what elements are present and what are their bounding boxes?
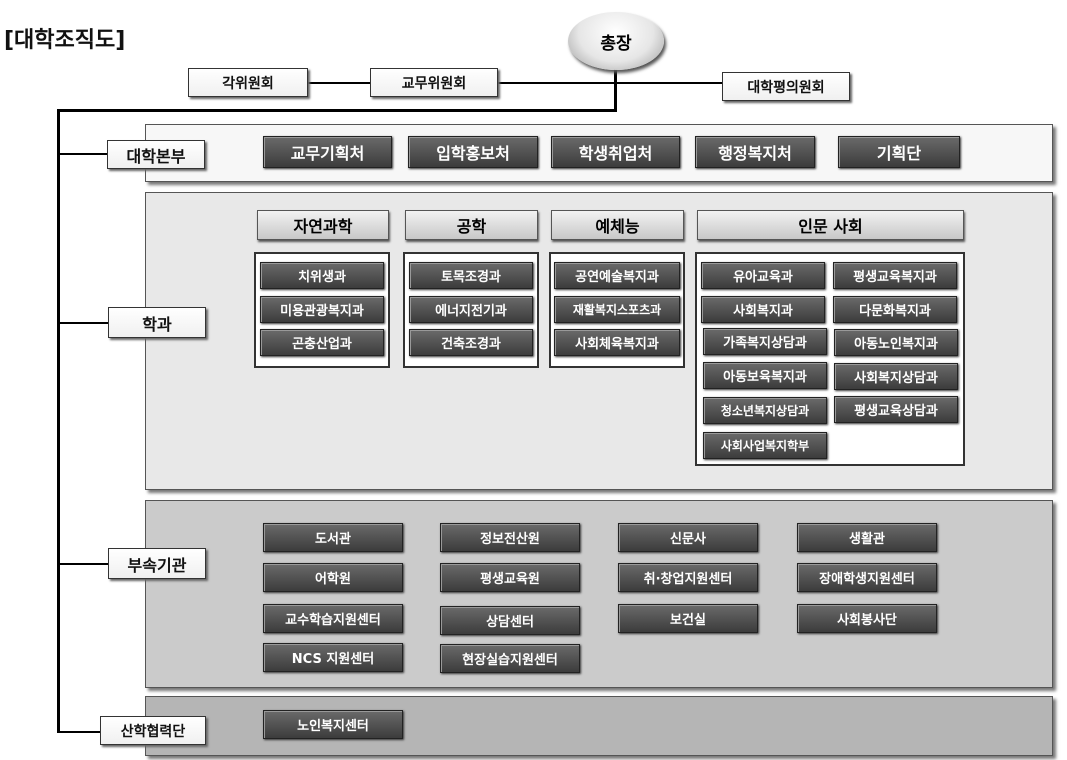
dept-item: 재활복지스포츠과 xyxy=(554,296,680,323)
dept-item: 평생교육복지과 xyxy=(833,262,957,289)
connector-line xyxy=(57,109,60,733)
affiliate-item: NCS 지원센터 xyxy=(263,643,403,672)
dept-item: 청소년복지상담과 xyxy=(703,397,827,424)
dept-item: 사회복지상담과 xyxy=(834,363,958,390)
connector-line xyxy=(57,153,109,155)
dept-item: 토목조경과 xyxy=(409,262,533,289)
section-label-dept: 학과 xyxy=(108,307,206,338)
affiliate-item: 평생교육원 xyxy=(440,563,580,592)
field-header: 예체능 xyxy=(551,210,684,240)
affiliate-item: 현장실습지원센터 xyxy=(440,644,580,673)
field-header: 공학 xyxy=(405,210,538,240)
affiliate-item: 도서관 xyxy=(263,523,403,552)
dept-item: 평생교육상담과 xyxy=(834,396,958,423)
connector-line xyxy=(57,109,617,112)
connector-line xyxy=(57,731,102,733)
hq-unit: 행정복지처 xyxy=(695,136,815,168)
hq-unit: 교무기획처 xyxy=(263,136,392,168)
dept-item: 유아교육과 xyxy=(701,262,825,289)
dept-item: 공연예술복지과 xyxy=(554,262,680,289)
field-header: 인문 사회 xyxy=(697,210,964,240)
dept-item: 곤충산업과 xyxy=(260,329,384,356)
dept-item: 사회사업복지학부 xyxy=(703,432,827,459)
dept-item: 가족복지상담과 xyxy=(703,328,827,355)
dept-item: 건축조경과 xyxy=(409,329,533,356)
dept-item: 치위생과 xyxy=(260,262,384,289)
field-header: 자연과학 xyxy=(257,210,389,240)
connector-line xyxy=(57,563,109,565)
affiliate-item: 신문사 xyxy=(618,523,758,552)
hq-unit: 기획단 xyxy=(838,136,960,168)
affiliate-item: 보건실 xyxy=(618,604,758,633)
chart-title: [대학조직도] xyxy=(4,28,126,53)
section-label-industry: 산학협력단 xyxy=(100,716,206,745)
hq-unit: 입학홍보처 xyxy=(408,136,538,168)
president-node: 총장 xyxy=(568,12,664,70)
affiliate-item: 어학원 xyxy=(263,563,403,592)
connector-line xyxy=(57,322,109,324)
affiliate-item: 장애학생지원센터 xyxy=(797,563,937,592)
dept-item: 사회복지과 xyxy=(701,296,825,323)
affiliate-item: 정보전산원 xyxy=(440,523,580,552)
dept-item: 다문화복지과 xyxy=(833,296,957,323)
dept-item: 아동노인복지과 xyxy=(834,329,958,356)
committee-box: 각위원회 xyxy=(188,68,308,97)
dept-item: 에너지전기과 xyxy=(409,296,533,323)
committee-box: 교무위원회 xyxy=(370,68,498,97)
dept-item: 미용관광복지과 xyxy=(260,296,384,323)
section-label-hq: 대학본부 xyxy=(107,140,205,169)
connector-line xyxy=(614,68,617,112)
affiliate-item: 교수학습지원센터 xyxy=(263,604,403,633)
dept-item: 사회체육복지과 xyxy=(554,329,680,356)
affiliate-item: 생활관 xyxy=(797,523,937,552)
dept-item: 아동보육복지과 xyxy=(703,362,827,389)
hq-unit: 학생취업처 xyxy=(551,136,680,168)
affiliate-item: 취·창업지원센터 xyxy=(618,563,758,592)
committee-box: 대학평의원회 xyxy=(722,72,850,101)
affiliate-item: 사회봉사단 xyxy=(797,604,937,633)
affiliate-item: 상담센터 xyxy=(440,606,580,635)
industry-item: 노인복지센터 xyxy=(263,710,403,739)
connector-line xyxy=(306,82,722,84)
section-label-affiliate: 부속기관 xyxy=(108,548,206,579)
